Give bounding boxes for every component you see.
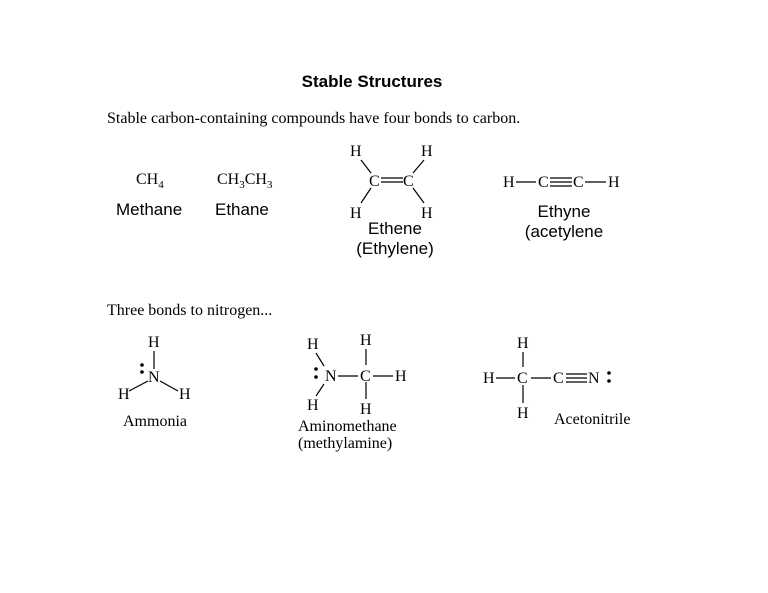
acetonitrile-atom-h-top: H xyxy=(517,335,529,352)
ethene-bond-h-tl xyxy=(360,159,372,174)
ethene-atom-h-bottom-right: H xyxy=(421,205,433,222)
ethene-atom-c-right: C xyxy=(403,173,414,190)
ethane-formula: CH3CH3 xyxy=(217,171,273,191)
ammonia-lone-pair-dot2 xyxy=(140,370,144,374)
ethyne-atom-h-left: H xyxy=(503,174,515,191)
aminomethane-lone-pair-dot1 xyxy=(314,367,318,371)
ethene-name: Ethene (Ethylene) xyxy=(335,219,455,259)
acetonitrile-lone-pair-dot2 xyxy=(607,379,611,383)
ethyne-name-line1: Ethyne xyxy=(537,202,591,221)
methane-name: Methane xyxy=(116,200,183,219)
methane-formula: CH4 xyxy=(136,171,164,191)
ammonia-bond-n-h-left xyxy=(128,380,149,392)
acetonitrile-lone-pair-dot1 xyxy=(607,371,611,375)
aminomethane-bond-n-h-bottom xyxy=(315,383,325,397)
ethane-formula-part1: CH xyxy=(217,171,240,188)
ethyne-atom-h-right: H xyxy=(608,174,620,191)
acetonitrile-atom-n: N xyxy=(588,370,600,387)
ammonia-atom-h-right: H xyxy=(179,386,191,403)
acetonitrile-atom-h-left: H xyxy=(483,370,495,387)
aminomethane-atom-h-bottom-left: H xyxy=(307,397,319,414)
aminomethane-name-line1: Aminomethane xyxy=(298,418,397,435)
ethene-bond-h-tr xyxy=(412,159,425,174)
ethane-formula-part2: CH xyxy=(244,171,267,188)
ammonia-atom-h-top: H xyxy=(148,334,160,351)
page-title: Stable Structures xyxy=(301,72,443,91)
aminomethane-atom-n: N xyxy=(325,368,337,385)
acetonitrile-atom-c-nitrile: C xyxy=(553,370,564,387)
ammonia-atom-n: N xyxy=(148,369,160,386)
ethyne-atom-c-right: C xyxy=(573,174,584,191)
ethene-name-line2: (Ethylene) xyxy=(356,239,434,258)
ethene-atom-h-top-left: H xyxy=(350,143,362,160)
nitrogen-intro-text: Three bonds to nitrogen... xyxy=(107,302,273,319)
carbon-intro-text: Stable carbon-containing compounds have … xyxy=(107,110,521,127)
acetonitrile-atom-c-methyl: C xyxy=(517,370,528,387)
ethane-name: Ethane xyxy=(215,200,269,219)
ammonia-bond-n-h-right xyxy=(159,380,179,392)
ethyne-name: Ethyne (acetylene xyxy=(504,202,624,242)
ethene-atom-c-left: C xyxy=(369,173,380,190)
ethane-formula-sub2: 3 xyxy=(266,179,273,191)
ethane-formula-sub1: 3 xyxy=(239,179,245,191)
ammonia-lone-pair-dot1 xyxy=(140,363,144,367)
ammonia-atom-h-left: H xyxy=(118,386,130,403)
ethene-bond-h-br xyxy=(412,187,425,204)
ethene-atom-h-top-right: H xyxy=(421,143,433,160)
aminomethane-atom-h-bottom: H xyxy=(360,401,372,418)
aminomethane-atom-h-right: H xyxy=(395,368,407,385)
aminomethane-lone-pair-dot2 xyxy=(314,375,318,379)
aminomethane-bond-n-h-top xyxy=(315,352,325,367)
acetonitrile-atom-h-bottom: H xyxy=(517,405,529,422)
ammonia-name: Ammonia xyxy=(123,413,187,430)
aminomethane-atom-h-top: H xyxy=(360,332,372,349)
acetonitrile-name: Acetonitrile xyxy=(554,411,631,428)
ethyne-atom-c-left: C xyxy=(538,174,549,191)
aminomethane-name-line2: (methylamine) xyxy=(298,435,393,452)
methane-formula-subscript: 4 xyxy=(158,179,164,191)
aminomethane-atom-c: C xyxy=(360,368,371,385)
methane-formula-main: CH xyxy=(136,171,159,188)
aminomethane-atom-h-top-left: H xyxy=(307,336,319,353)
aminomethane-name: Aminomethane (methylamine) xyxy=(298,418,397,452)
ethene-bond-h-bl xyxy=(360,187,372,204)
ethene-name-line1: Ethene xyxy=(368,219,422,238)
ethyne-name-line2: (acetylene xyxy=(524,222,604,241)
ethene-atom-h-bottom-left: H xyxy=(350,205,362,222)
